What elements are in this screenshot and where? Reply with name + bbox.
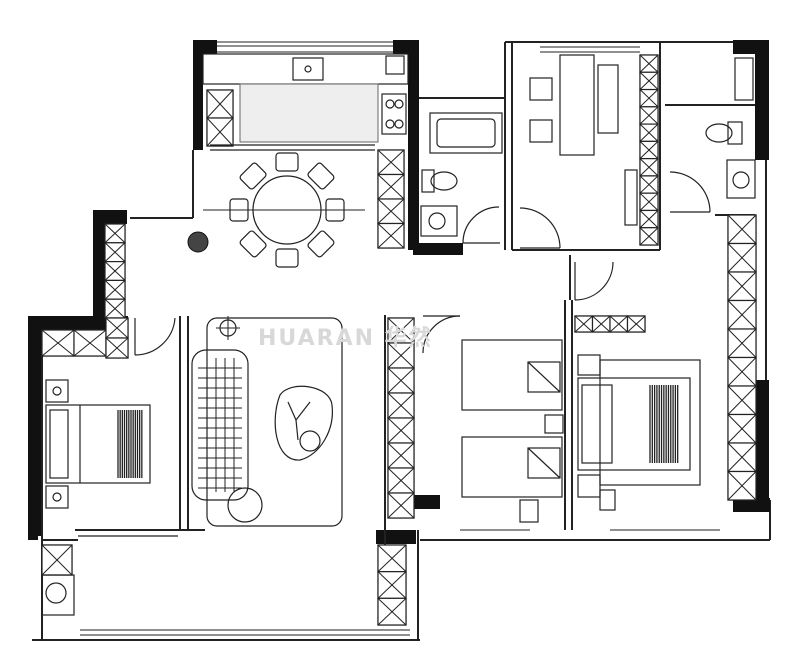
door-icon: [519, 207, 561, 249]
bathroom-ensuite: [705, 57, 756, 199]
balcony-sink: [41, 574, 75, 616]
interior-walls: [42, 42, 755, 545]
doors: [134, 171, 711, 356]
dining-chair: [239, 162, 267, 190]
bathroom-main: [420, 112, 503, 237]
kitchen: [202, 53, 409, 151]
dining-chair: [275, 248, 299, 268]
bed-icon: [461, 436, 563, 498]
bedroom-left: [45, 379, 178, 537]
living-room: [191, 316, 343, 527]
wardrobe-icon: [727, 214, 757, 501]
coffee-table: [274, 385, 333, 461]
dining-chair: [307, 162, 335, 190]
wardrobe-icon: [639, 54, 659, 246]
watermark: HUARAN 华然: [258, 325, 433, 351]
dining-chair: [307, 230, 335, 258]
sink-icon: [726, 159, 756, 199]
wardrobe-icon: [574, 315, 646, 333]
wardrobe-icon: [206, 89, 234, 147]
bed-icon: [45, 404, 151, 484]
door-icon: [422, 315, 461, 354]
wardrobes: [41, 54, 757, 626]
door-icon: [574, 261, 614, 301]
wardrobe-icon: [104, 223, 126, 319]
toilet-icon: [705, 121, 743, 145]
exterior-walls: [28, 40, 771, 641]
wardrobe-icon: [41, 329, 107, 357]
wardrobe-icon: [105, 317, 129, 359]
wardrobe-icon: [387, 317, 415, 519]
wardrobe-icon: [41, 544, 73, 576]
wardrobe-icon: [377, 544, 407, 626]
bed-icon: [461, 339, 563, 411]
stove-icon: [381, 93, 407, 135]
dining-table: [187, 152, 365, 268]
study: [529, 54, 638, 226]
toilet-icon: [421, 169, 458, 193]
wardrobe-icon: [377, 149, 405, 249]
sink-icon: [420, 205, 458, 237]
bed-icon: [577, 377, 691, 471]
dining-chair: [239, 230, 267, 258]
door-icon: [669, 171, 711, 213]
dining-chair: [275, 152, 299, 172]
door-icon: [462, 206, 500, 244]
bedroom-master: [577, 354, 701, 511]
bedroom-twin: [461, 339, 564, 523]
door-icon: [134, 317, 176, 356]
bathtub-icon: [429, 112, 503, 154]
sofa-icon: [191, 349, 249, 501]
